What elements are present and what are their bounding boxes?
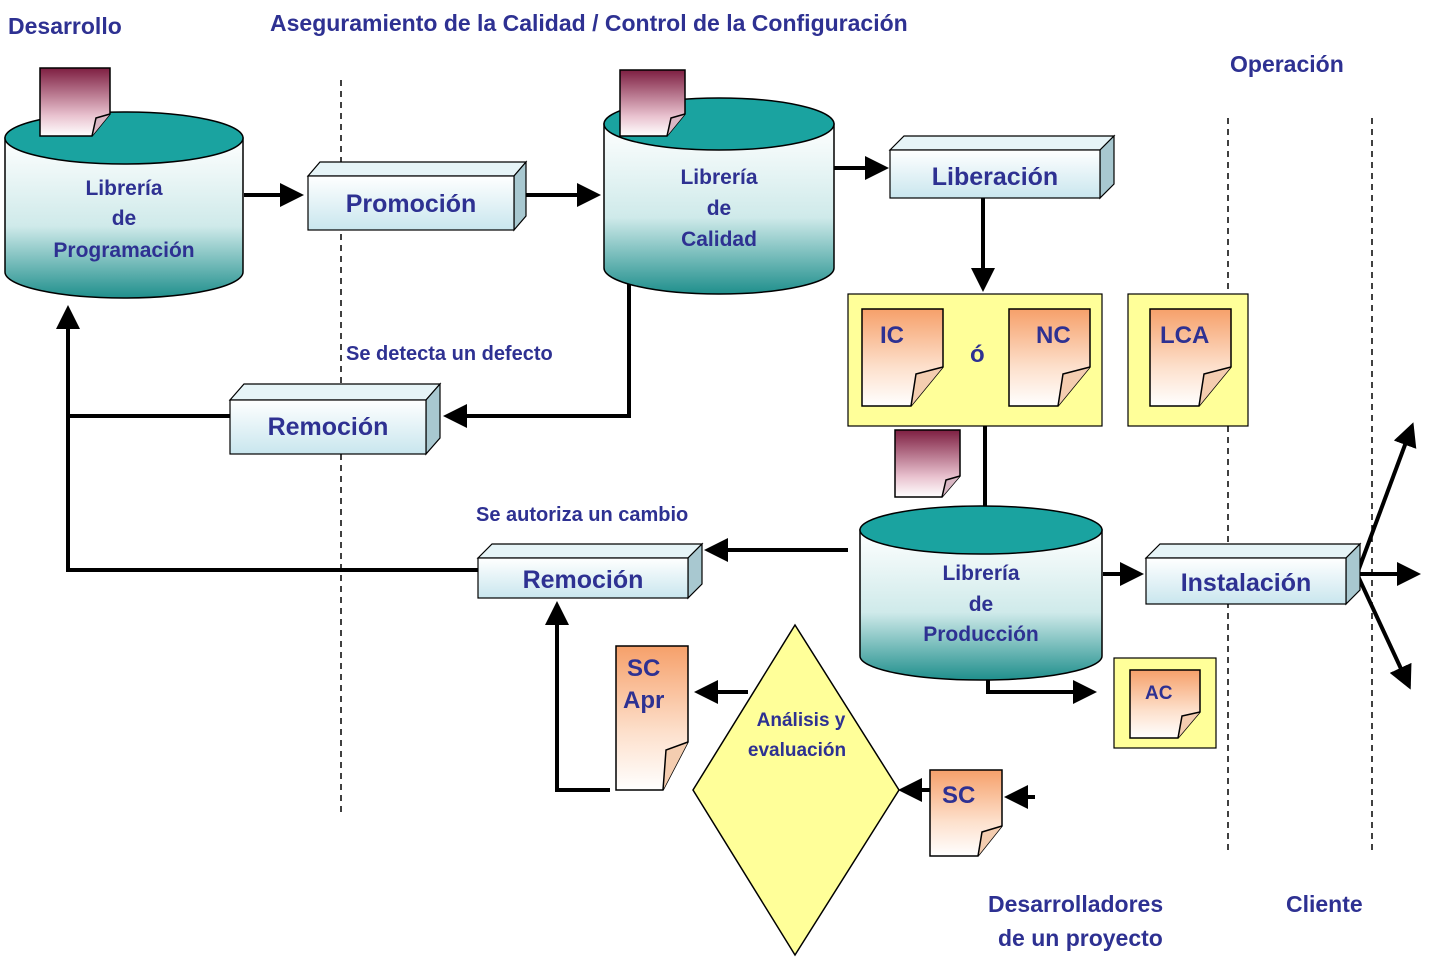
libreria-calidad-line2: de: [707, 197, 732, 220]
liberacion-box: Liberación: [888, 134, 1116, 200]
connectors: [56, 156, 1421, 809]
promocion-box: Promoción: [306, 160, 528, 232]
header-cliente: Cliente: [1286, 891, 1363, 917]
remocion-defecto-box: Remoción: [228, 382, 442, 456]
note-defecto: Se detecta un defecto: [346, 343, 553, 365]
sc-apr-line2: Apr: [623, 687, 664, 714]
lca-label: LCA: [1160, 322, 1209, 349]
libreria-produccion-line1: Librería: [942, 562, 1019, 585]
remocion-cambio-label: Remoción: [523, 566, 644, 594]
lca-document: LCA: [1149, 308, 1232, 407]
instalacion-box: Instalación: [1144, 542, 1362, 606]
document-fold-icon: [666, 113, 686, 137]
header-aseguramiento: Aseguramiento de la Calidad / Control de…: [270, 10, 908, 36]
libreria-programacion-line2: de: [112, 207, 137, 230]
note-cambio: Se autoriza un cambio: [476, 504, 688, 526]
decision-line2: evaluación: [748, 740, 846, 761]
remocion-cambio-box: Remoción: [476, 542, 704, 600]
nc-label: NC: [1036, 322, 1071, 349]
ic-document: IC: [861, 308, 944, 407]
libreria-programacion-line1: Librería: [85, 177, 162, 200]
nc-document: NC: [1008, 308, 1091, 407]
libreria-programacion-line3: Programación: [53, 239, 194, 262]
sc-apr-line1: SC: [627, 655, 660, 682]
libreria-programacion-cylinder: Librería de Programación: [4, 111, 244, 299]
document-fold-icon: [91, 113, 111, 137]
libreria-produccion-line3: Producción: [923, 623, 1039, 646]
sc-document: SC: [929, 769, 1003, 857]
document-icon: [619, 69, 686, 137]
analisis-evaluacion-decision: Análisis y evaluación: [692, 623, 900, 957]
header-desarrolladores-line1: Desarrolladores: [988, 891, 1163, 917]
ac-document: AC: [1129, 669, 1201, 739]
libreria-produccion-cylinder: Librería de Producción: [859, 505, 1103, 681]
liberacion-label: Liberación: [932, 163, 1058, 191]
header-desarrollo: Desarrollo: [8, 13, 122, 39]
document-fold-icon: [941, 475, 961, 498]
decision-line1: Análisis y: [757, 710, 846, 731]
libreria-calidad-line1: Librería: [680, 166, 757, 189]
libreria-calidad-line3: Calidad: [681, 228, 757, 251]
promocion-label: Promoción: [346, 190, 477, 218]
o-label: ó: [970, 341, 985, 368]
ac-label: AC: [1145, 683, 1173, 704]
libreria-calidad-cylinder: Librería de Calidad: [603, 97, 835, 295]
remocion-defecto-label: Remoción: [268, 413, 389, 441]
sc-label: SC: [942, 782, 975, 809]
sc-apr-document: SC Apr: [615, 645, 689, 791]
header-operacion: Operación: [1230, 51, 1344, 77]
libreria-produccion-line2: de: [969, 593, 994, 616]
header-desarrolladores-line2: de un proyecto: [998, 925, 1163, 951]
ic-label: IC: [880, 322, 904, 349]
instalacion-label: Instalación: [1181, 569, 1312, 597]
